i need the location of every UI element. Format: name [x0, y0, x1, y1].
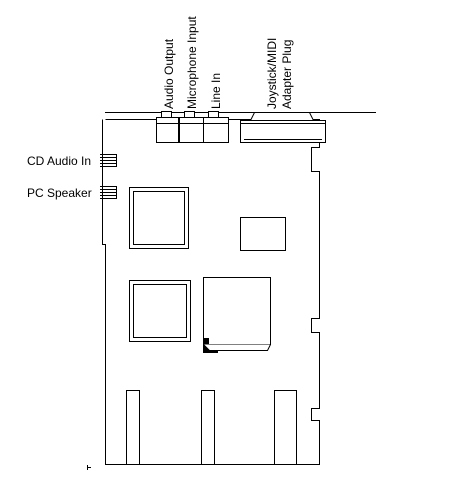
- chip-small-rectangle: [240, 217, 286, 251]
- joystick-midi-label-line2: Adapter Plug: [280, 40, 294, 109]
- pc-speaker-header: [100, 186, 117, 199]
- joystick-midi-connector: [240, 112, 326, 143]
- socket-center: [201, 390, 215, 465]
- socket-left: [126, 390, 140, 465]
- audio-output-label: Audio Output: [162, 38, 176, 109]
- board-marking: [87, 465, 91, 470]
- line-in-label: Line In: [209, 73, 223, 109]
- chip-upper-left: [129, 187, 189, 249]
- joystick-midi-label-line1: Joystick/MIDI: [265, 38, 279, 109]
- audio-output-jack: [156, 111, 179, 143]
- microphone-input-jack: [179, 111, 204, 143]
- pc-speaker-label: PC Speaker: [27, 186, 92, 200]
- socket-right: [274, 390, 297, 465]
- microphone-input-label: Microphone Input: [185, 16, 199, 109]
- chip-lower-left: [129, 280, 191, 342]
- cd-audio-in-label: CD Audio In: [27, 154, 91, 168]
- line-in-jack: [203, 111, 229, 143]
- cd-audio-in-header: [100, 154, 117, 167]
- chip-large-center: [203, 277, 271, 353]
- card-board-outline: [102, 119, 320, 465]
